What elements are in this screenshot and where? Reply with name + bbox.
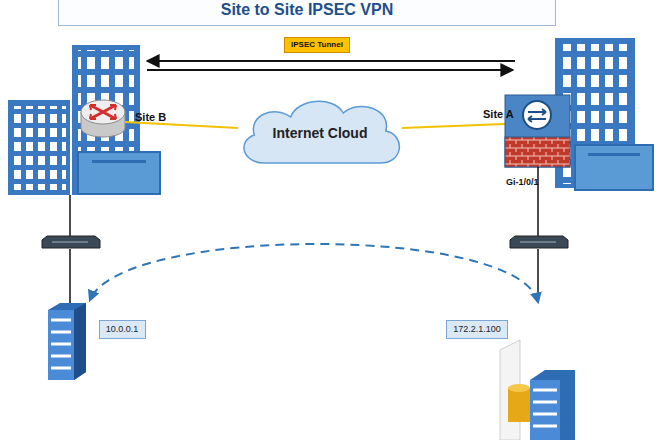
cloud-shape: Internet Cloud	[234, 93, 406, 173]
site-label: Site A	[483, 108, 514, 120]
box-label: 172.2.1.100	[453, 324, 501, 335]
tunnel-tag: IPSEC Tunnel	[284, 37, 350, 53]
title-banner: Site to Site IPSEC VPN	[58, 0, 556, 26]
diagram-title: Site to Site IPSEC VPN	[221, 1, 393, 19]
cloud-label: Internet Cloud	[273, 125, 368, 142]
box-label: 10.0.0.1	[106, 324, 139, 335]
tunnel-arrows	[147, 61, 515, 70]
database-server-icon	[500, 340, 575, 440]
ip-address-box: 172.2.1.100	[446, 320, 508, 339]
firewall-icon	[505, 95, 570, 167]
traffic-arc	[90, 244, 538, 302]
ip-address-box: 10.0.0.1	[99, 320, 146, 339]
site-label: Site B	[135, 111, 166, 123]
server-icon	[48, 303, 86, 380]
router-icon	[81, 100, 125, 137]
interface-label: Gi-1/0/1	[506, 177, 539, 187]
switch-icon	[42, 236, 568, 248]
box-label: IPSEC Tunnel	[291, 40, 343, 50]
lan-wires	[70, 167, 538, 305]
